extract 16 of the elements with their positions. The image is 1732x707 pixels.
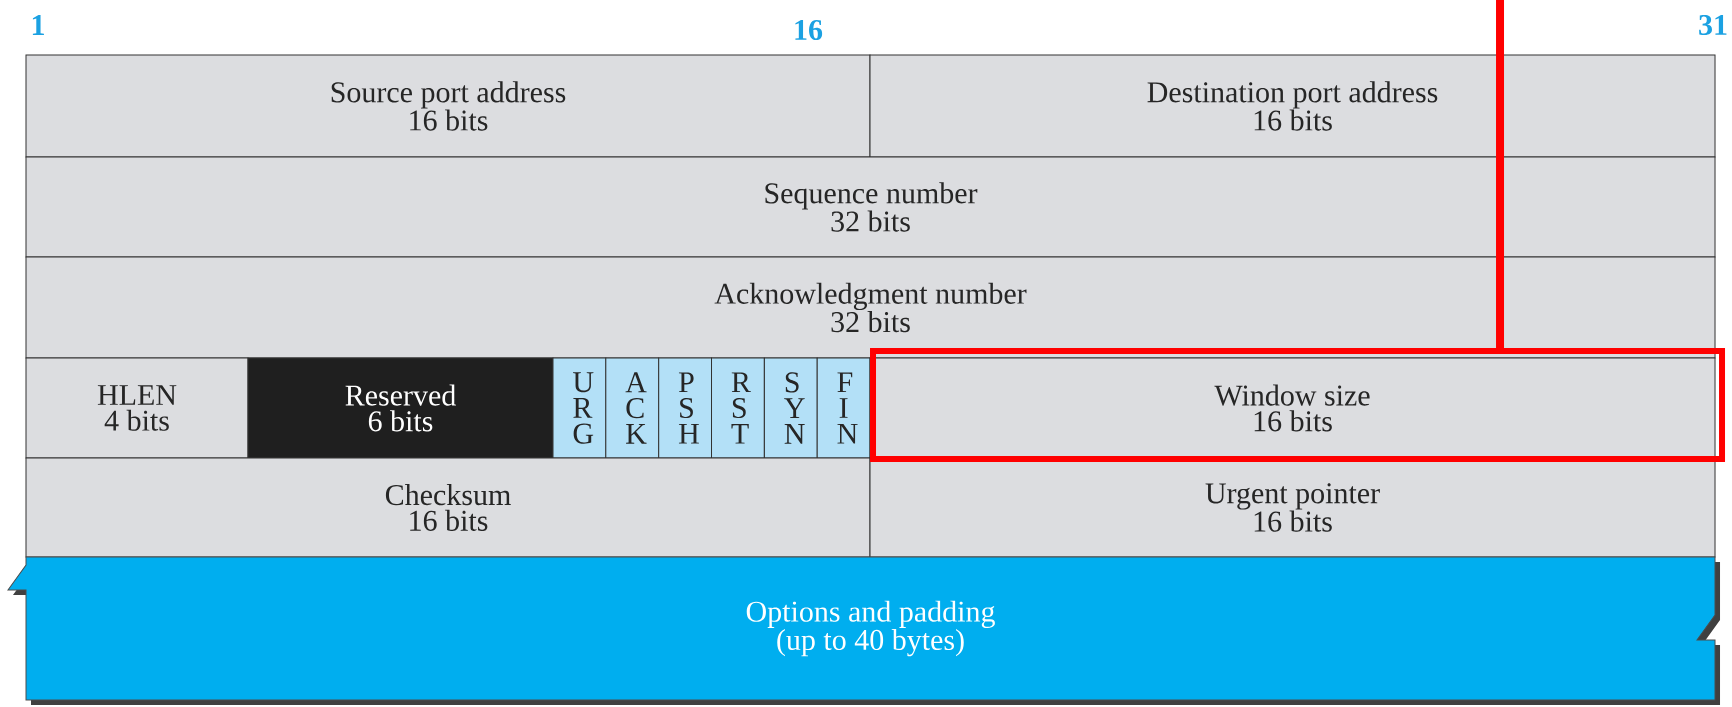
options-band: Options and padding (up to 40 bytes) [7, 556, 1720, 705]
flag-cell: U R G [552, 357, 607, 459]
field-cell: Window size 16 bits [869, 357, 1716, 459]
field-cell: Destination port address 16 bits [869, 54, 1716, 158]
bit-number: 31 [1699, 14, 1727, 36]
field-cell: HLEN 4 bits [25, 357, 249, 459]
field-cell: Urgent pointer 16 bits [869, 457, 1716, 558]
field-cell: Sequence number 32 bits [25, 156, 1716, 258]
flag-cell: S Y N [763, 357, 818, 459]
bit-number: 16 [795, 19, 823, 41]
flag-cell: R S T [711, 357, 765, 459]
flag-cell: P S H [658, 357, 712, 459]
reserved-cell: Reserved 6 bits [247, 357, 554, 459]
field-cell: Source port address 16 bits [25, 54, 871, 158]
flag-cell: A C K [605, 357, 660, 459]
flag-cell: F I N [816, 357, 871, 459]
